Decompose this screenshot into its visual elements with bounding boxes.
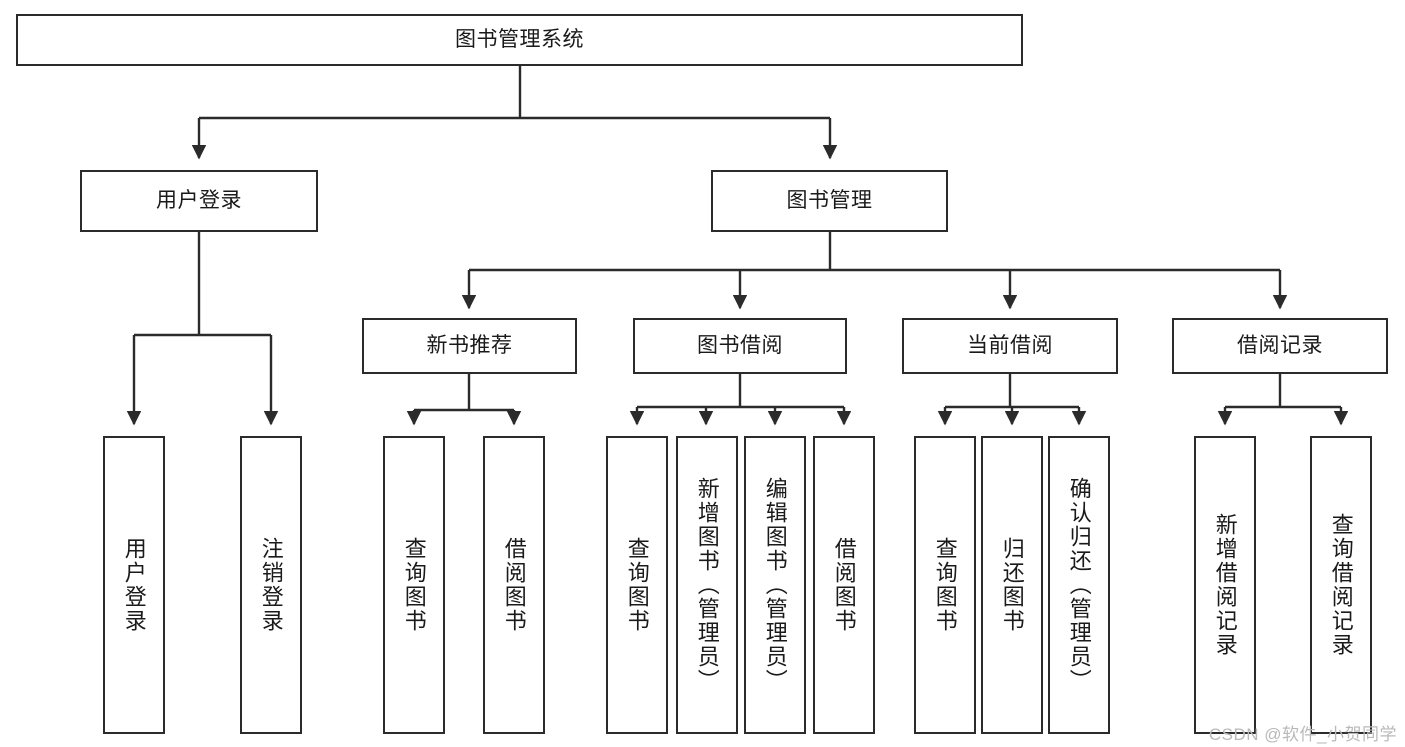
node-leaf-borrow-lend[interactable]: 借阅图书 (813, 436, 875, 734)
node-user-login-label: 用户登录 (156, 189, 242, 213)
node-leaf-borrow-edit[interactable]: 编辑图书（管理员） (744, 436, 806, 734)
node-book-manage[interactable]: 图书管理 (711, 170, 948, 232)
node-borrow-record-label: 借阅记录 (1237, 334, 1323, 358)
node-leaf-borrow-query-label: 查询图书 (624, 537, 650, 633)
node-leaf-record-search-label: 查询借阅记录 (1328, 513, 1354, 657)
node-leaf-rec-borrow-label: 借阅图书 (501, 537, 527, 633)
node-leaf-borrow-query[interactable]: 查询图书 (606, 436, 668, 734)
node-book-borrow[interactable]: 图书借阅 (633, 318, 847, 374)
node-leaf-cur-query-label: 查询图书 (932, 537, 958, 633)
node-new-book-rec-label: 新书推荐 (426, 334, 513, 358)
node-leaf-borrow-edit-label: 编辑图书（管理员） (762, 477, 788, 693)
node-leaf-cur-return-label: 归还图书 (999, 537, 1025, 633)
node-leaf-user-login-label: 用户登录 (121, 537, 147, 633)
node-root-label: 图书管理系统 (455, 28, 584, 52)
node-leaf-rec-query[interactable]: 查询图书 (383, 436, 445, 734)
node-leaf-user-logout[interactable]: 注销登录 (240, 436, 302, 734)
node-current-borrow[interactable]: 当前借阅 (902, 318, 1118, 374)
node-leaf-borrow-add-label: 新增图书（管理员） (694, 477, 720, 693)
node-root[interactable]: 图书管理系统 (16, 14, 1023, 66)
node-leaf-cur-confirm[interactable]: 确认归还（管理员） (1048, 436, 1110, 734)
node-leaf-borrow-lend-label: 借阅图书 (831, 537, 857, 633)
node-book-manage-label: 图书管理 (786, 189, 873, 213)
node-leaf-record-add-label: 新增借阅记录 (1212, 513, 1238, 657)
node-user-login[interactable]: 用户登录 (80, 170, 318, 232)
node-leaf-user-logout-label: 注销登录 (258, 537, 284, 633)
node-leaf-rec-query-label: 查询图书 (401, 537, 427, 633)
node-leaf-cur-return[interactable]: 归还图书 (981, 436, 1043, 734)
node-leaf-borrow-add[interactable]: 新增图书（管理员） (676, 436, 738, 734)
csdn-watermark: CSDN @软件_小贺同学 (1208, 725, 1397, 744)
node-leaf-record-add[interactable]: 新增借阅记录 (1194, 436, 1256, 734)
node-new-book-rec[interactable]: 新书推荐 (362, 318, 577, 374)
node-leaf-record-search[interactable]: 查询借阅记录 (1310, 436, 1372, 734)
node-leaf-cur-confirm-label: 确认归还（管理员） (1066, 477, 1092, 693)
node-leaf-user-login[interactable]: 用户登录 (103, 436, 165, 734)
node-current-borrow-label: 当前借阅 (967, 334, 1053, 358)
node-borrow-record[interactable]: 借阅记录 (1172, 318, 1388, 374)
node-book-borrow-label: 图书借阅 (697, 334, 783, 358)
node-leaf-rec-borrow[interactable]: 借阅图书 (483, 436, 545, 734)
node-leaf-cur-query[interactable]: 查询图书 (914, 436, 976, 734)
